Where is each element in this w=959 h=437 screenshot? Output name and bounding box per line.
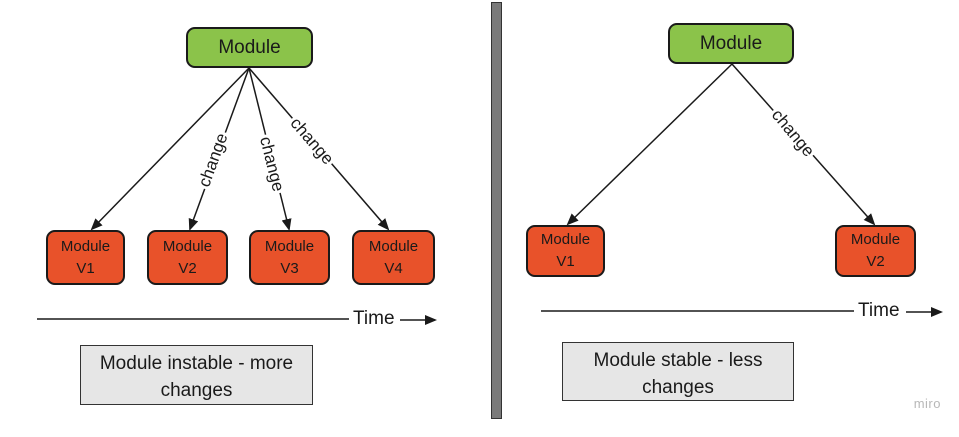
version-node-sublabel: V3 [280, 259, 299, 277]
version-node-right-v2: Module V2 [835, 225, 916, 277]
version-node-label: Module [850, 231, 901, 248]
version-node-label: Module [368, 237, 419, 255]
note-left-line2: changes [160, 380, 233, 401]
edge-label-left-1-group: change [193, 128, 233, 192]
root-module-left: Module [186, 27, 313, 68]
version-node-label: Module [162, 237, 213, 255]
version-node-right-v1: Module V1 [526, 225, 605, 277]
root-module-right: Module [668, 23, 794, 64]
note-right-line1: Module stable - less [593, 350, 763, 371]
version-node-sublabel: V2 [866, 253, 885, 270]
note-box-right: Module stable - less changes [562, 342, 794, 401]
version-node-sublabel: V1 [556, 253, 575, 270]
edge-label-left-3-group: change [284, 111, 340, 171]
version-node-left-v4: Module V4 [352, 230, 435, 285]
version-node-label: Module [540, 231, 591, 248]
edge-left-v1 [90, 67, 250, 231]
edge-label-right-1-group: change [766, 103, 820, 163]
root-module-left-label: Module [218, 36, 281, 58]
edge-label-left-2-group: change [255, 132, 289, 196]
note-right-line2: changes [642, 377, 714, 398]
version-node-left-v3: Module V3 [249, 230, 330, 285]
version-node-sublabel: V4 [384, 259, 403, 277]
version-node-label: Module [264, 237, 315, 255]
edge-label-right-1: change [768, 106, 818, 161]
edge-label-left-1: change [195, 131, 232, 190]
edge-label-left-2: change [256, 135, 288, 194]
edge-label-left-3: change [287, 114, 338, 169]
miro-watermark: miro [913, 396, 941, 411]
version-node-left-v2: Module V2 [147, 230, 228, 285]
root-module-right-label: Module [699, 32, 763, 54]
time-label-right: Time [858, 300, 900, 321]
version-node-sublabel: V2 [178, 259, 197, 277]
version-node-left-v1: Module V1 [46, 230, 125, 285]
note-left-line1: Module instable - more [99, 353, 294, 374]
note-box-left: Module instable - more changes [80, 345, 313, 405]
version-node-sublabel: V1 [76, 259, 95, 277]
edge-right-v1 [566, 63, 733, 226]
time-label-left: Time [353, 308, 395, 329]
version-node-label: Module [60, 237, 111, 255]
panel-divider [491, 2, 502, 419]
